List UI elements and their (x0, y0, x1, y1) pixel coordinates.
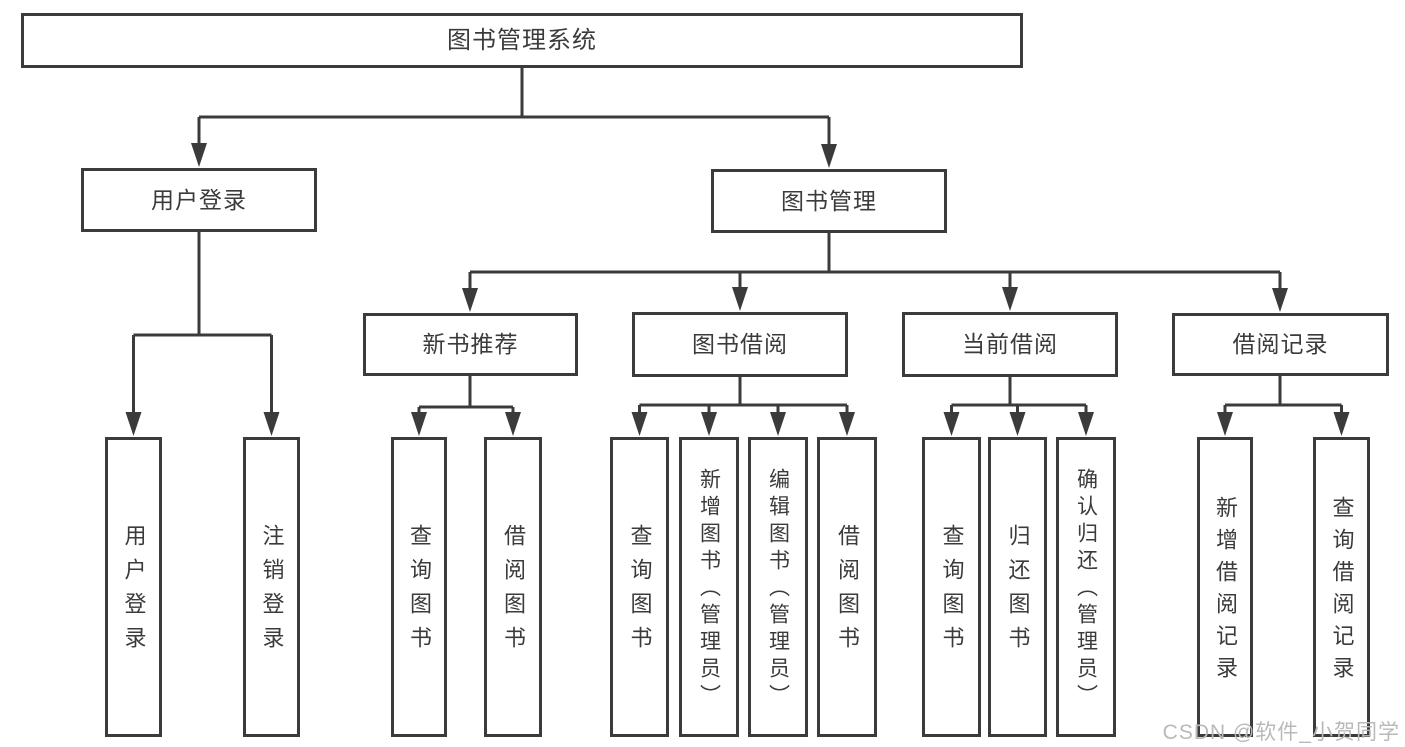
arrowhead (263, 412, 280, 436)
node-borrow-records: 借阅记录 (1172, 313, 1389, 376)
arrowhead (943, 412, 960, 436)
leaf-borrow-books-recommend: 借阅图书 (484, 437, 542, 737)
node-book-borrow: 图书借阅 (632, 312, 848, 377)
arrowhead (701, 412, 717, 436)
arrowhead (1333, 412, 1350, 436)
arrowhead (1272, 288, 1288, 312)
arrowhead (411, 412, 427, 436)
leaf-edit-books-admin: 编辑图书（管理员） (748, 437, 808, 737)
leaf-user-login: 用户登录 (105, 437, 162, 737)
arrowhead (191, 143, 207, 167)
arrowhead (505, 412, 521, 436)
node-library-management-system: 图书管理系统 (21, 13, 1023, 68)
leaf-query-books-recommend: 查询图书 (391, 437, 447, 737)
arrowhead (462, 288, 478, 312)
node-user-login: 用户登录 (81, 168, 317, 232)
leaf-borrow-books: 借阅图书 (817, 437, 877, 737)
arrowhead (821, 144, 837, 168)
arrowhead (770, 412, 786, 436)
leaf-query-books-borrow: 查询图书 (610, 437, 669, 737)
node-new-book-recommend: 新书推荐 (363, 313, 578, 376)
leaf-logout-login: 注销登录 (243, 437, 300, 737)
leaf-return-books: 归还图书 (988, 437, 1047, 737)
arrowhead (732, 287, 748, 311)
arrowhead (1002, 287, 1018, 311)
csdn-watermark: CSDN @软件_小贺同学 (1162, 721, 1400, 744)
arrowhead (839, 412, 855, 436)
leaf-query-books-current: 查询图书 (922, 437, 981, 737)
leaf-add-borrow-record: 新增借阅记录 (1197, 437, 1253, 737)
node-current-borrow: 当前借阅 (902, 312, 1118, 377)
arrowhead (1217, 412, 1233, 436)
node-book-management: 图书管理 (711, 169, 947, 233)
arrowhead (1078, 412, 1094, 436)
arrowhead (631, 412, 648, 436)
arrowhead (1009, 412, 1026, 436)
leaf-confirm-return-admin: 确认归还（管理员） (1056, 437, 1116, 737)
leaf-query-borrow-record: 查询借阅记录 (1313, 437, 1370, 737)
leaf-add-books-admin: 新增图书（管理员） (679, 437, 739, 737)
arrowhead (125, 412, 142, 436)
